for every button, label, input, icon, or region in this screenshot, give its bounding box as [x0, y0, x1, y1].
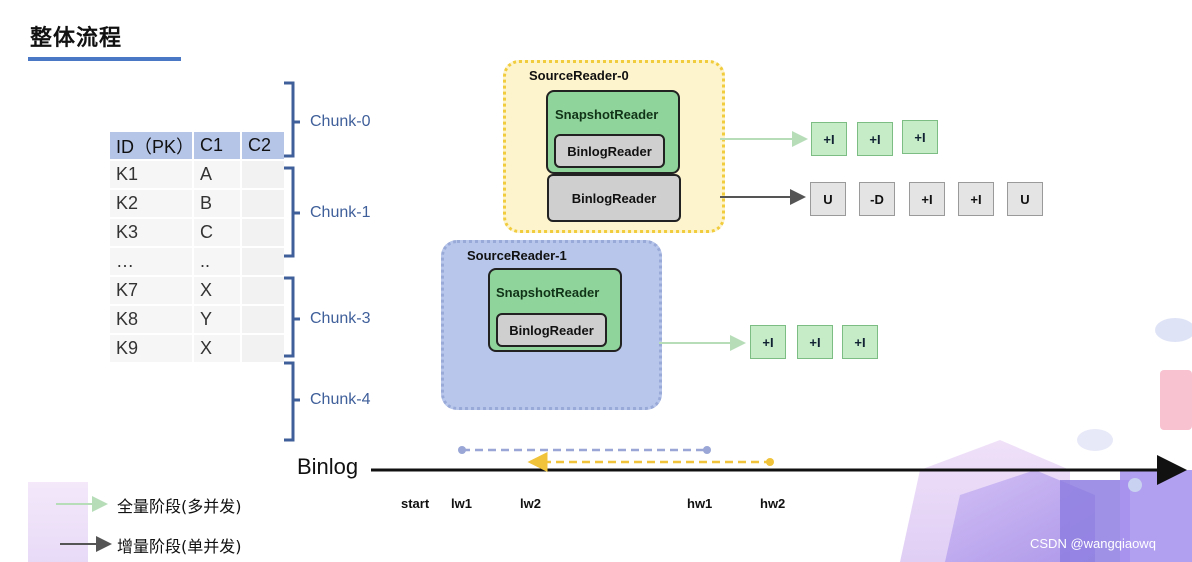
chunk-0-bracket: [284, 81, 295, 158]
table-row: K3 C: [110, 219, 284, 246]
table-row: K8 Y: [110, 306, 284, 333]
table-row: … ..: [110, 248, 284, 275]
legend-incremental-label: 增量阶段(单并发): [117, 537, 242, 556]
source-reader-1-title: SourceReader-1: [467, 248, 567, 263]
watermark: CSDN @wangqiaowq: [1030, 536, 1156, 551]
table-cell: [242, 335, 284, 362]
table-cell: [242, 161, 284, 188]
source-reader-1-inner-binlog-reader: BinlogReader: [496, 313, 607, 347]
event-box: +I: [797, 325, 833, 359]
source-reader-0-title: SourceReader-0: [529, 68, 629, 83]
table-row: K2 B: [110, 190, 284, 217]
event-box: U: [810, 182, 846, 216]
chunk-label: Chunk-0: [310, 113, 371, 130]
table-header-row: ID（PK） C1 C2: [110, 132, 284, 159]
table-cell: [242, 306, 284, 333]
table-cell: K7: [110, 277, 192, 304]
event-box: +I: [811, 122, 847, 156]
event-box: +I: [909, 182, 945, 216]
table-cell: Y: [194, 306, 240, 333]
table-cell: [242, 190, 284, 217]
binlog-label: Binlog: [297, 454, 359, 479]
table-cell: ..: [194, 248, 240, 275]
event-box: +I: [842, 325, 878, 359]
table-cell: [242, 277, 284, 304]
table-header-c1: C1: [194, 132, 240, 159]
source-table: ID（PK） C1 C2 K1 A K2 B K3 C … .. K7 X K8…: [108, 130, 286, 364]
source-reader-0-binlog-reader: BinlogReader: [547, 174, 681, 222]
legend-full-label: 全量阶段(多并发): [117, 497, 242, 516]
table-row: K9 X: [110, 335, 284, 362]
timeline-tick-label: hw1: [687, 496, 713, 511]
chunk-3-bracket: [284, 276, 295, 358]
table-cell: K8: [110, 306, 192, 333]
timeline-tick-label: hw2: [760, 496, 786, 511]
snapshot-reader-label: SnapshotReader: [496, 285, 600, 300]
table-cell: A: [194, 161, 240, 188]
table-cell: X: [194, 277, 240, 304]
table-cell: K3: [110, 219, 192, 246]
event-box: +I: [902, 120, 938, 154]
table-row: K1 A: [110, 161, 284, 188]
event-box: +I: [750, 325, 786, 359]
timeline-tick-label: lw2: [520, 496, 541, 511]
timeline-tick-label: start: [401, 496, 430, 511]
table-cell: K1: [110, 161, 192, 188]
table-cell: X: [194, 335, 240, 362]
chunk-label: Chunk-4: [310, 391, 371, 408]
table-header-id: ID（PK）: [110, 132, 194, 159]
table-cell: K9: [110, 335, 192, 362]
table-row: K7 X: [110, 277, 284, 304]
table-header-c2: C2: [242, 132, 284, 159]
event-box: +I: [857, 122, 893, 156]
timeline-tick-label: lw1: [451, 496, 472, 511]
table-cell: C: [194, 219, 240, 246]
event-box: U: [1007, 182, 1043, 216]
snapshot-reader-label: SnapshotReader: [555, 107, 659, 122]
chunk-label: Chunk-3: [310, 310, 371, 327]
source-reader-0-inner-binlog-reader: BinlogReader: [554, 134, 665, 168]
table-cell: …: [110, 248, 192, 275]
event-box: -D: [859, 182, 895, 216]
table-cell: [242, 248, 284, 275]
page-title: 整体流程: [30, 26, 123, 51]
table-cell: K2: [110, 190, 192, 217]
chunk-label: Chunk-1: [310, 204, 371, 221]
table-cell: B: [194, 190, 240, 217]
event-box: +I: [958, 182, 994, 216]
chunk-brackets: [284, 81, 300, 442]
title-underline: [28, 57, 181, 61]
table-cell: [242, 219, 284, 246]
